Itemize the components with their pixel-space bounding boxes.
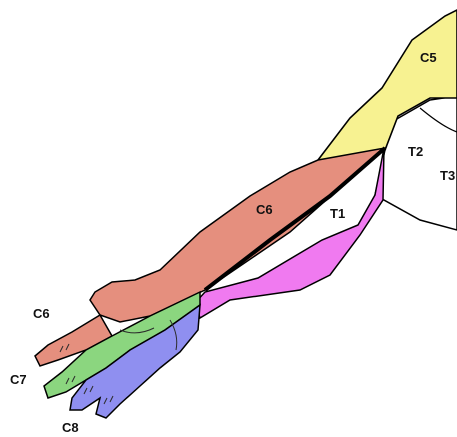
label-t3: T3 (440, 168, 455, 183)
label-t2: T2 (408, 144, 423, 159)
label-c8: C8 (62, 420, 79, 435)
label-c6-forearm: C6 (256, 202, 273, 217)
label-c7: C7 (10, 372, 27, 387)
label-c5: C5 (420, 50, 437, 65)
label-t1: T1 (330, 206, 345, 221)
label-c6-hand: C6 (33, 306, 50, 321)
